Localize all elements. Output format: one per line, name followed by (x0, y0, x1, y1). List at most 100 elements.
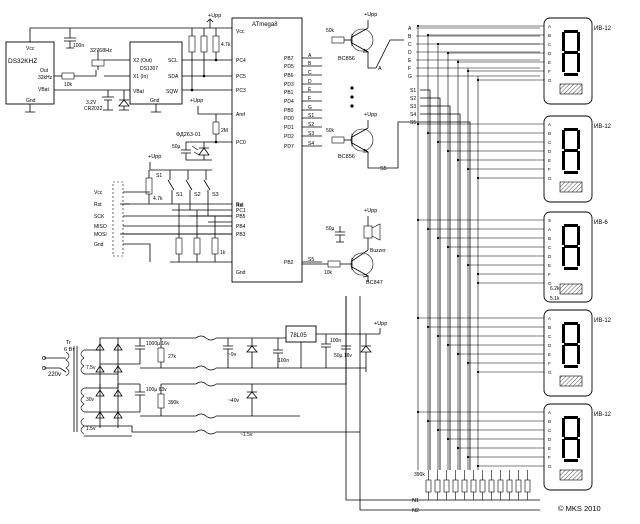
res-array-label: 390k (414, 472, 425, 478)
digit-segment (562, 345, 565, 364)
digit-segment (564, 224, 578, 227)
display-4-name: ИВ-12 (594, 318, 612, 324)
switch-s3-label: S3 (212, 192, 219, 198)
cap-50u-buzzer-label: 50µ (326, 226, 335, 232)
signal-rst-label: Rst (236, 203, 244, 209)
isp-vcc: Vcc (94, 190, 103, 196)
array-resistor (425, 479, 432, 493)
digit-segment (577, 151, 580, 170)
transistor-q3-label: BC847 (366, 280, 383, 286)
resistor-4k7-rst-label: 4.7k (153, 196, 163, 202)
crystal-32768: 32768Hz (90, 48, 112, 70)
digit-segment (577, 226, 580, 245)
display-pin-label: A (548, 410, 551, 415)
transformer: Tr 6 Bт 7.5v 30v 1.5v (64, 340, 96, 435)
digit-segment (577, 32, 580, 51)
display-pin-label: F (548, 272, 551, 277)
bridge-rectifier-2 (84, 383, 140, 428)
bridge-rectifier-1 (84, 337, 140, 389)
junction-dot (416, 24, 420, 28)
display-pin-label: G (548, 281, 552, 286)
display-3-name: ИВ-6 (594, 220, 608, 226)
mcu-pin-pb2: PB2 (284, 260, 294, 266)
ds32khz-vbat-label: VBat (38, 87, 49, 93)
mcu-name: ATmega8 (252, 22, 278, 28)
display-pin-label: F (548, 167, 551, 172)
digit-segment (564, 128, 578, 131)
digit-segment (577, 418, 580, 437)
isp-connector (112, 181, 124, 257)
digit-segment (564, 459, 578, 462)
junction-dot (476, 176, 480, 180)
junction-dot (416, 218, 420, 222)
photodiode (191, 142, 212, 161)
display-pin-label: E (548, 60, 551, 65)
ds32khz-out-label: Out (40, 68, 49, 74)
battery-voltage: 3.2V (86, 100, 97, 106)
photodiode-label: ФД263-01 (176, 132, 201, 138)
mcu-signal-d: D (308, 79, 312, 85)
isp-rst: Rst (94, 202, 102, 208)
digit-segment (577, 247, 580, 266)
rail-plus9-label: ~9v (228, 352, 237, 358)
select-label-s3: S3 (410, 104, 416, 110)
array-resistor (443, 479, 450, 493)
junction-dot (476, 281, 480, 285)
junction-dot (446, 343, 450, 347)
display-5-name: ИВ-12 (594, 412, 612, 418)
mcu-signal-s5: S5 (308, 257, 314, 263)
switch-s1-label: S1 (176, 192, 183, 198)
mcu-pin-gnd: Gnd (236, 270, 246, 276)
ds32khz-vcc-label: Vcc (26, 46, 35, 52)
mains-input: 220v (42, 356, 67, 378)
bus-label-d: D (408, 50, 412, 56)
display-pin-label: C (548, 245, 552, 250)
display-pin-label: E (548, 352, 551, 357)
digit-segment (577, 324, 580, 343)
psu-cap5-label: 50µ 16v (334, 353, 352, 359)
pulldown-1k-label: 1k (220, 250, 226, 256)
winding-30v: 30v (86, 397, 95, 403)
junction-dot (446, 245, 450, 249)
display-pin-label: G (548, 464, 552, 469)
transistor-q2-label: BC856 (338, 154, 355, 160)
display-pin-label: G (548, 176, 552, 181)
mcu-pin-pb5: PB5 (236, 214, 246, 220)
digit-segment (564, 322, 578, 325)
display-2-name: ИВ-12 (594, 124, 612, 130)
display-grid-hatch (559, 283, 583, 295)
display-pin-label: E (548, 446, 551, 451)
mcu-pin-pc4: PC4 (236, 58, 246, 64)
array-resistor (470, 479, 477, 493)
ds32khz-chip: Vcc DS32KHZ Out 32kHz VBat Gnd (5, 41, 55, 105)
pullup-value: 4.7k (221, 42, 231, 48)
display-pin-label: D (548, 51, 552, 56)
display-pin-label: A (548, 227, 551, 232)
ds32khz-name: DS32KHZ (8, 58, 37, 65)
mcu-pin-pd4: PD4 (284, 99, 294, 105)
digit-segment (562, 226, 565, 245)
digit-segment (564, 171, 578, 174)
mcu-signal-b: B (308, 61, 312, 67)
mcu-pin-pc1: PC1 (236, 208, 246, 214)
select-line (420, 97, 441, 470)
junction-dot (476, 272, 480, 276)
array-resistor (515, 479, 522, 493)
winding-7v5: 7.5v (86, 365, 96, 371)
resistor-10k-q3 (327, 260, 341, 268)
bus-label-g: G (408, 74, 412, 80)
array-resistor (434, 479, 441, 493)
resistor-2m-label: 2M (221, 128, 228, 134)
display-pin-label: B (548, 325, 551, 330)
junction-dot (456, 60, 460, 64)
display-pin-label: F (548, 69, 551, 74)
junction-dot (426, 131, 430, 135)
junction-dot (466, 263, 470, 267)
digit-segment (564, 343, 578, 346)
